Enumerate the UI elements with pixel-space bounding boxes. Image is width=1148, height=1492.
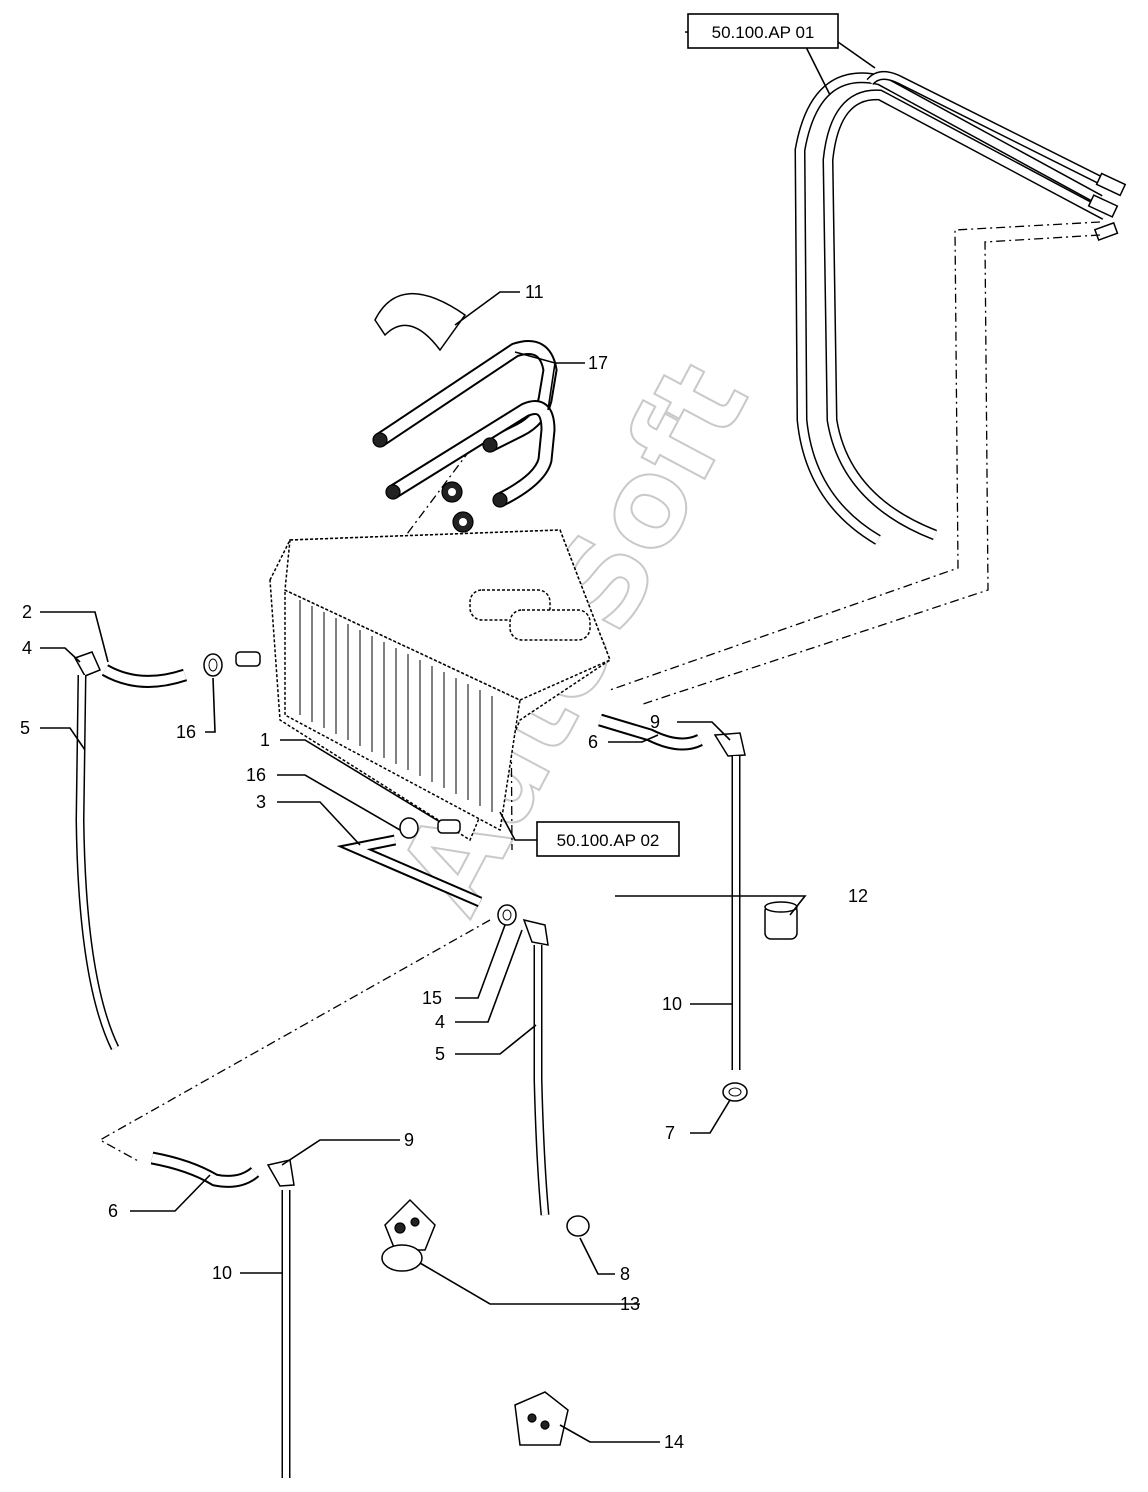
- ref-mid-text: 50.100.AP 02: [557, 831, 660, 850]
- callout-15: 15: [422, 988, 442, 1008]
- callout-1: 1: [260, 730, 270, 750]
- callout-11: 11: [525, 282, 544, 302]
- left-hoses: [73, 651, 461, 1050]
- part-11-shell: [374, 292, 467, 352]
- radiator-block: [269, 529, 611, 842]
- callout-16b: 16: [246, 765, 266, 785]
- part-17-hoses: [372, 340, 558, 533]
- callout-6a: 6: [588, 732, 598, 752]
- callout-14: 14: [664, 1432, 684, 1452]
- ref-box-mid[interactable]: 50.100.AP 02: [536, 821, 680, 857]
- loop-pipes: [794, 71, 1127, 545]
- callout-7: 7: [665, 1123, 675, 1143]
- callout-4b: 4: [435, 1012, 445, 1032]
- bottom-left-fittings: [150, 1151, 295, 1478]
- callout-16a: 16: [176, 722, 196, 742]
- callout-4a: 4: [22, 638, 32, 658]
- callout-5b: 5: [435, 1044, 445, 1064]
- callout-6b: 6: [108, 1201, 118, 1221]
- ref-box-top[interactable]: 50.100.AP 01: [687, 13, 839, 49]
- middle-fittings: [497, 904, 590, 1237]
- callout-10a: 10: [662, 994, 682, 1014]
- right-fittings: [598, 713, 798, 1102]
- callout-labels: 2 4 5 16 1 16 3 15 4 5 9 6 10 7 12 8 13 …: [20, 282, 868, 1452]
- callout-17: 17: [588, 353, 608, 373]
- part-13-mount: [381, 1198, 436, 1272]
- callout-5a: 5: [20, 718, 30, 738]
- callout-13: 13: [620, 1294, 640, 1314]
- callout-10b: 10: [212, 1263, 232, 1283]
- callout-12: 12: [848, 886, 868, 906]
- callout-2: 2: [22, 602, 32, 622]
- callout-8: 8: [620, 1264, 630, 1284]
- callout-9b: 9: [404, 1130, 414, 1150]
- ref-top-text: 50.100.AP 01: [712, 23, 815, 42]
- callout-9a: 9: [650, 712, 660, 732]
- part-14-mount: [514, 1391, 569, 1446]
- callout-3: 3: [256, 792, 266, 812]
